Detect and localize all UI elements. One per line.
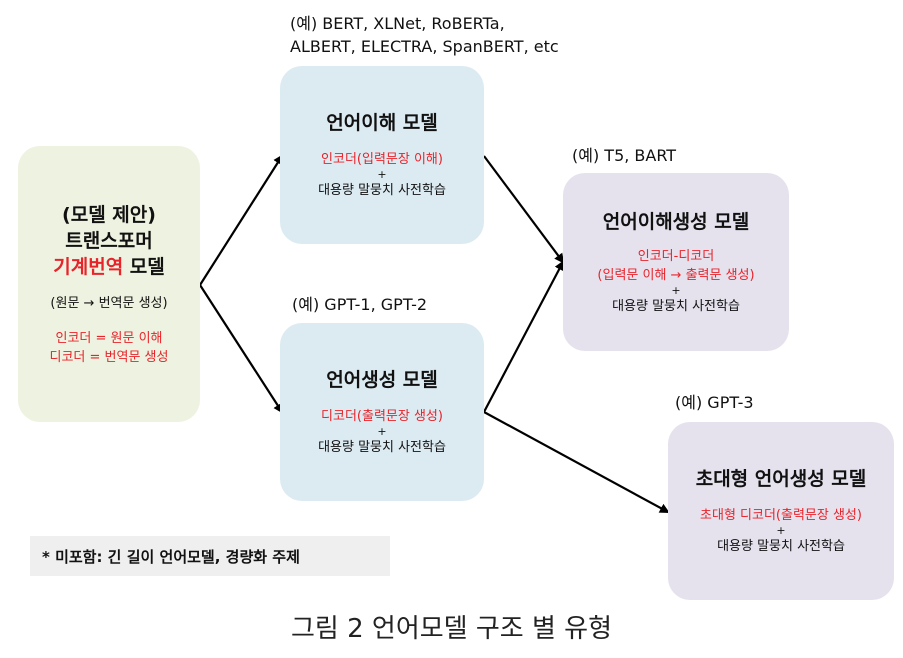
mt-decoder: 디코더 = 번역문 생성: [49, 349, 169, 365]
excluded-topics-note: * 미포함: 긴 길이 언어모델, 경량화 주제: [30, 536, 390, 576]
mt-line3-black: 모델: [123, 255, 165, 278]
nlu-example-line1: (예) BERT, XLNet, RoBERTa,: [290, 14, 505, 33]
mt-line2: 트랜스포머: [65, 229, 153, 252]
nlug-encdec: 인코더-디코더: [637, 248, 715, 264]
nlug-example: (예) T5, BART: [572, 146, 677, 165]
large-example: (예) GPT-3: [675, 393, 754, 412]
arrow-mt-to-nlg: [199, 284, 284, 414]
nlg-plus: +: [377, 425, 387, 438]
nlg-model-box: 언어생성 모델 디코더(출력문장 생성) + 대용량 말뭉치 사전학습: [280, 323, 484, 501]
large-pretrain: 대용량 말뭉치 사전학습: [717, 539, 845, 554]
nlug-plus: +: [671, 283, 681, 297]
large-title: 초대형 언어생성 모델: [695, 468, 867, 490]
arrow-mt-to-nlu: [199, 154, 284, 286]
arrow-nlg-to-large: [483, 411, 670, 513]
arrow-nlu-to-nlug: [483, 155, 565, 264]
mt-sub: (원문 → 번역문 생성): [50, 295, 168, 311]
nlg-decoder: 디코더(출력문장 생성): [321, 409, 443, 424]
mt-line3-red: 기계번역: [53, 255, 124, 278]
nlug-encdec-detail: (입력문 이해 → 출력문 생성): [597, 267, 755, 283]
transformer-mt-box: (모델 제안) 트랜스포머 기계번역 모델 (원문 → 번역문 생성) 인코더 …: [18, 146, 200, 422]
large-model-box: 초대형 언어생성 모델 초대형 디코더(출력문장 생성) + 대용량 말뭉치 사…: [668, 422, 894, 600]
nlug-pretrain: 대용량 말뭉치 사전학습: [612, 298, 740, 314]
nlg-example: (예) GPT-1, GPT-2: [292, 295, 428, 314]
nlg-title: 언어생성 모델: [326, 369, 438, 391]
mt-line3: 기계번역 모델: [53, 254, 165, 280]
nlug-title: 언어이해생성 모델: [602, 210, 750, 233]
figure-caption: 그림 2 언어모델 구조 별 유형: [291, 614, 612, 644]
nlu-encoder: 인코더(입력문장 이해): [321, 152, 443, 167]
nlug-model-box: 언어이해생성 모델 인코더-디코더 (입력문 이해 → 출력문 생성) + 대용…: [563, 173, 789, 351]
nlu-title: 언어이해 모델: [326, 112, 438, 134]
large-decoder: 초대형 디코더(출력문장 생성): [700, 508, 862, 523]
nlu-plus: +: [377, 168, 387, 181]
nlu-example-line2: ALBERT, ELECTRA, SpanBERT, etc: [290, 37, 559, 56]
mt-line1: (모델 제안): [62, 203, 156, 226]
mt-encoder: 인코더 = 원문 이해: [55, 330, 163, 346]
large-plus: +: [776, 524, 786, 537]
arrow-nlg-to-nlug: [483, 260, 564, 413]
nlu-model-box: 언어이해 모델 인코더(입력문장 이해) + 대용량 말뭉치 사전학습: [280, 66, 484, 244]
nlg-pretrain: 대용량 말뭉치 사전학습: [318, 440, 446, 455]
nlu-pretrain: 대용량 말뭉치 사전학습: [318, 183, 446, 198]
